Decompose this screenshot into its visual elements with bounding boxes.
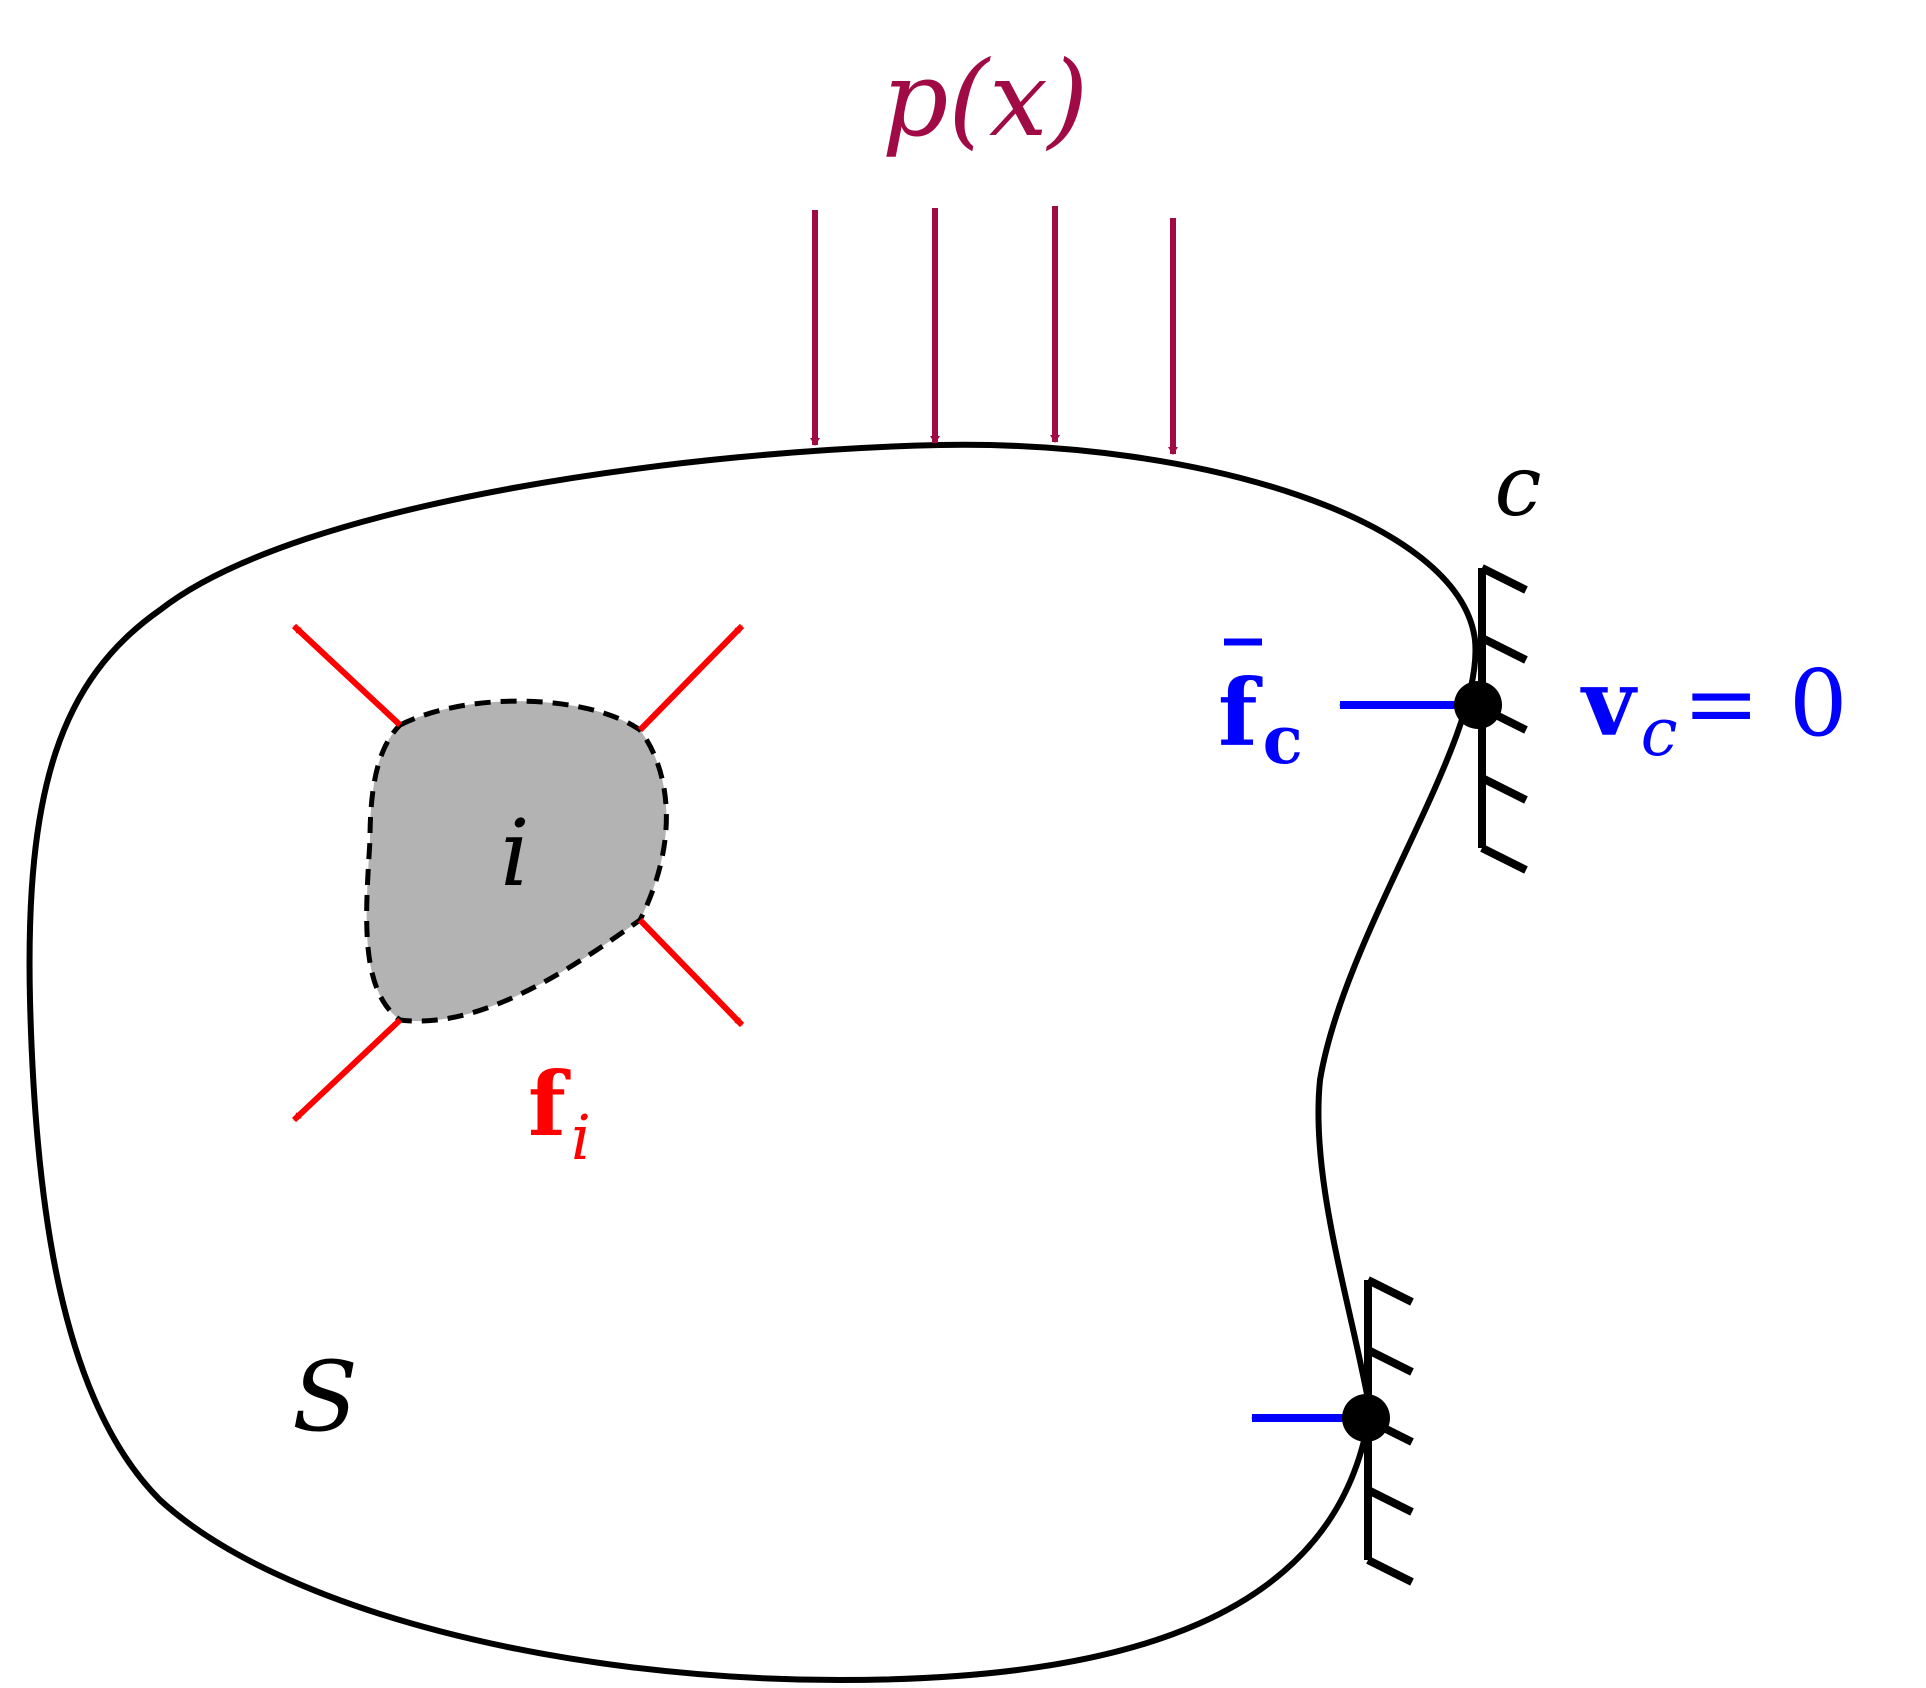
constraint-force-sub: c (1263, 701, 1303, 779)
contact-point-lower (1342, 1394, 1390, 1442)
inclusion-force-base: f (528, 1052, 571, 1156)
body-outline (26, 441, 1479, 1684)
inclusion-force-sub: i (571, 1101, 591, 1174)
svg-text:f c: f c (1218, 659, 1303, 779)
constraint-point-label: c (1494, 437, 1541, 535)
inclusion-force-label: f i (528, 1052, 591, 1174)
inclusion-region (364, 698, 669, 1024)
inclusion-label: i (500, 800, 529, 907)
velocity-sub: c (1641, 694, 1678, 771)
load-label: p(x) (882, 38, 1088, 160)
distributed-load-arrows (810, 206, 1178, 455)
force-arrow-upper-left (291, 623, 403, 728)
force-arrow-lower-right (637, 917, 745, 1028)
force-arrow-lower-left (291, 1017, 403, 1123)
velocity-base: v (1580, 649, 1638, 757)
body-label: S (292, 1341, 358, 1453)
force-arrow-upper-right (637, 623, 745, 733)
contact-point-upper (1454, 681, 1502, 729)
velocity-rest: = 0 (1683, 650, 1848, 757)
constraint-force-label: f c (1218, 638, 1303, 779)
velocity-condition-label: v c = 0 (1580, 649, 1848, 771)
constraint-force-base: f (1218, 659, 1263, 767)
inclusion-force-arrows (291, 623, 745, 1123)
